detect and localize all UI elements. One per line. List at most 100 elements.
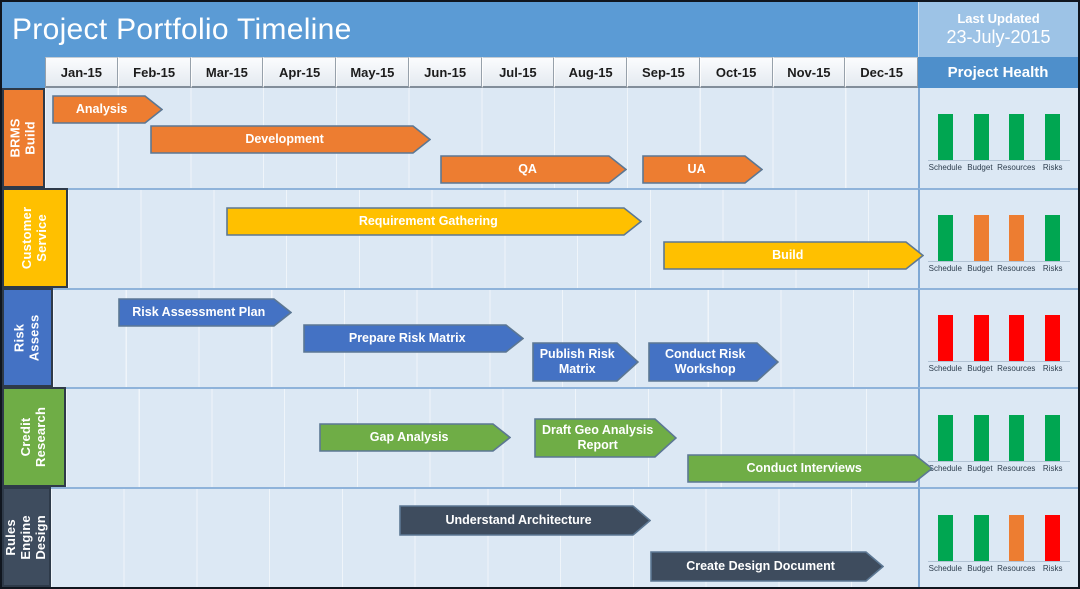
health-status-bar-risks: [1044, 314, 1060, 361]
health-bars: [928, 514, 1070, 562]
health-metric-label: Budget: [967, 563, 993, 573]
health-status-bar-schedule: [938, 414, 954, 461]
task-bar[interactable]: Publish Risk Matrix: [531, 341, 639, 382]
task-arrow-shape: [117, 297, 292, 327]
health-status-bar-budget: [973, 215, 989, 262]
health-metric-label: Schedule: [928, 163, 962, 173]
health-metric-label: Resources: [997, 363, 1036, 373]
task-bar[interactable]: Risk Assessment Plan: [117, 297, 292, 327]
month-header-cell: Apr-15: [263, 57, 336, 88]
health-bar-col: [964, 215, 1000, 262]
task-label: Requirement Gathering: [358, 213, 498, 228]
health-label-col: Schedule: [928, 264, 963, 273]
project-row-credit-research: Credit Research Gap Analysis Draft Geo Ana…: [2, 387, 1078, 488]
health-bar-col: [928, 114, 964, 161]
task-label: QA: [518, 162, 537, 176]
task-bar[interactable]: UA: [642, 155, 764, 184]
health-bar-col: [928, 314, 964, 361]
health-metric-label: Resources: [997, 563, 1036, 573]
month-header-cell: Oct-15: [699, 57, 773, 88]
health-label-col: Schedule: [928, 564, 963, 573]
project-label-risk-assess[interactable]: Risk Assess: [2, 287, 53, 388]
health-bars: [928, 113, 1070, 162]
task-bar[interactable]: Conduct Risk Workshop: [647, 341, 779, 382]
health-bar-col: [999, 215, 1035, 262]
task-arrow-shape: [52, 95, 164, 124]
task-bar[interactable]: Development: [150, 125, 432, 154]
title-bar: Project Portfolio Timeline Last Updated …: [2, 2, 1078, 57]
task-bar[interactable]: Draft Geo Analysis Report: [534, 418, 678, 459]
task-label: Conduct Interviews: [746, 461, 862, 476]
health-status-bar-budget: [973, 314, 989, 361]
health-metric-label: Schedule: [928, 264, 962, 274]
task-bar[interactable]: Conduct Interviews: [687, 454, 934, 484]
health-status-bar-budget: [973, 114, 989, 161]
task-bar[interactable]: Requirement Gathering: [226, 206, 643, 236]
project-health-chart-customer-service: Schedule Budget Resources Risks: [918, 187, 1078, 288]
health-label-col: Budget: [963, 264, 998, 273]
page-title: Project Portfolio Timeline: [2, 2, 918, 57]
health-bar-col: [999, 114, 1035, 161]
month-header-cell: Jan-15: [45, 57, 118, 88]
health-metric-label: Schedule: [928, 563, 962, 573]
health-metric-label: Budget: [967, 264, 993, 274]
month-header-cell: Jul-15: [481, 57, 555, 88]
health-label-col: Resources: [997, 264, 1035, 273]
task-bar[interactable]: Analysis: [52, 95, 164, 124]
health-status-bar-schedule: [938, 215, 954, 262]
task-bar[interactable]: Gap Analysis: [319, 423, 512, 453]
project-label-text: BRMS Build: [7, 118, 38, 158]
health-labels: Schedule Budget Resources Risks: [928, 264, 1070, 273]
month-header-cell: May-15: [336, 57, 409, 88]
health-metric-label: Resources: [997, 163, 1036, 173]
task-arrow-shape: [642, 155, 764, 184]
task-bar[interactable]: Build: [663, 240, 925, 270]
health-bar-col: [999, 414, 1035, 461]
health-label-col: Resources: [997, 364, 1035, 373]
health-metric-label: Risks: [1042, 463, 1063, 473]
task-bar[interactable]: QA: [440, 155, 628, 184]
health-label-col: Risks: [1035, 364, 1070, 373]
health-bar-col: [999, 314, 1035, 361]
health-status-bar-schedule: [938, 514, 954, 561]
health-status-bar-budget: [973, 514, 989, 561]
health-metric-label: Risks: [1042, 264, 1063, 274]
task-label: Build: [772, 247, 804, 262]
health-status-bar-resources: [1009, 114, 1025, 161]
task-bar[interactable]: Prepare Risk Matrix: [302, 323, 524, 353]
health-metric-label: Resources: [997, 463, 1036, 473]
task-label: UA: [687, 162, 706, 176]
health-bars: [928, 414, 1070, 462]
project-label-rules-engine-design[interactable]: Rules Engine Design: [2, 487, 51, 587]
health-metric-label: Risks: [1042, 563, 1063, 573]
task-bar[interactable]: Understand Architecture: [398, 505, 651, 536]
month-header-cell: Mar-15: [190, 57, 264, 88]
health-bar-col: [1035, 314, 1071, 361]
task-bar[interactable]: Create Design Document: [649, 551, 884, 582]
health-label-col: Budget: [963, 564, 998, 573]
health-status-bar-risks: [1044, 114, 1060, 161]
health-status-bar-risks: [1044, 414, 1060, 461]
task-arrow-shape: [302, 323, 524, 353]
health-bar-col: [928, 414, 964, 461]
task-label: Gap Analysis: [369, 430, 449, 445]
health-status-bar-risks: [1044, 514, 1060, 561]
month-header-cell: Feb-15: [117, 57, 191, 88]
health-status-bar-schedule: [938, 114, 954, 161]
health-metric-label: Schedule: [928, 463, 962, 473]
project-label-text: Risk Assess: [11, 314, 42, 361]
project-label-credit-research[interactable]: Credit Research: [2, 387, 67, 488]
project-label-customer-service[interactable]: Customer Service: [2, 187, 69, 288]
health-label-col: Schedule: [928, 163, 963, 172]
task-arrow-shape: [319, 423, 512, 453]
task-label: Analysis: [75, 102, 128, 116]
project-label-brms-build[interactable]: BRMS Build: [2, 88, 46, 188]
